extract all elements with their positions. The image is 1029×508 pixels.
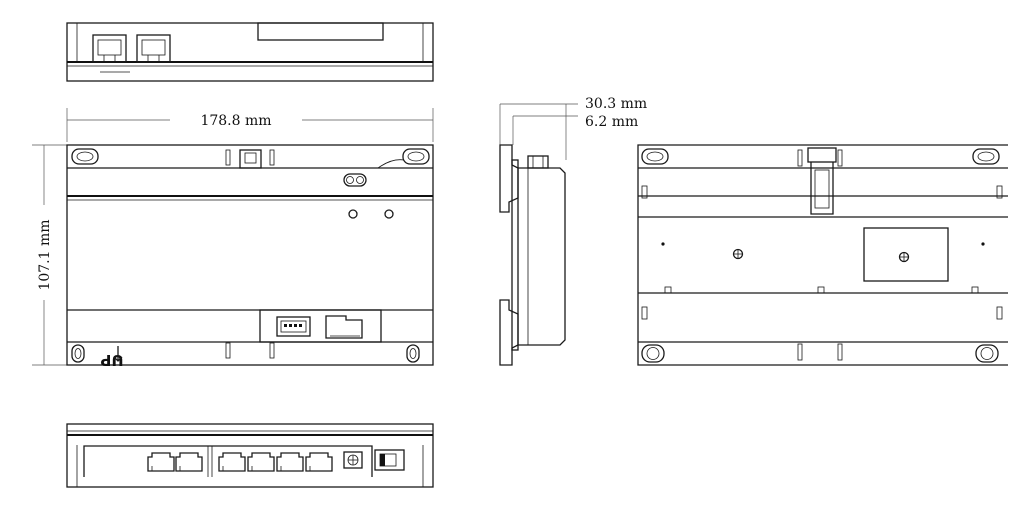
mount-slot-icon — [71, 148, 99, 165]
mount-slot-icon — [641, 344, 665, 363]
side-view: 30.3 mm 6.2 mm — [499, 96, 647, 366]
power-connector-icon — [343, 451, 363, 469]
label-plate — [863, 227, 949, 282]
din-clip-icon — [807, 147, 837, 215]
height-dimension: 107.1 mm — [32, 144, 67, 366]
mount-slot-icon — [972, 148, 1000, 165]
width-dimension: 178.8 mm — [66, 108, 434, 142]
screw-icon — [898, 251, 910, 263]
led-pair-icon — [343, 173, 367, 187]
up-label: UP — [100, 351, 123, 369]
rj45-port-icon — [147, 452, 175, 472]
indicator-led-icon — [384, 209, 394, 219]
mount-slot-icon — [641, 148, 669, 165]
width-label: 178.8 mm — [200, 113, 271, 129]
terminal-block-icon — [325, 315, 363, 339]
top-view — [66, 22, 434, 82]
rear-view — [637, 144, 1008, 366]
height-label: 107.1 mm — [37, 219, 53, 290]
rj45-port-icon — [92, 34, 127, 63]
mount-slot-icon — [402, 148, 430, 165]
rj45-port-icon — [136, 34, 171, 63]
mount-slot-icon — [406, 344, 420, 363]
screw-icon — [732, 248, 744, 260]
rj45-port-icon — [175, 452, 203, 472]
front-view: 178.8 mm 107.1 mm — [32, 108, 434, 369]
pin-header-icon — [276, 316, 311, 337]
depth-dimension: 30.3 mm 6.2 mm — [499, 96, 647, 160]
offset-label: 6.2 mm — [585, 114, 638, 130]
up-arrow-icon — [113, 346, 123, 362]
depth-label: 30.3 mm — [585, 96, 647, 112]
power-switch-icon — [374, 449, 405, 471]
rj45-port-icon — [276, 452, 304, 472]
mount-slot-icon — [975, 344, 999, 363]
rj45-port-icon — [218, 452, 246, 472]
bottom-view — [66, 423, 434, 488]
indicator-led-icon — [348, 209, 358, 219]
mount-slot-icon — [71, 344, 85, 363]
rj45-port-icon — [305, 452, 333, 472]
rj45-port-icon — [247, 452, 275, 472]
